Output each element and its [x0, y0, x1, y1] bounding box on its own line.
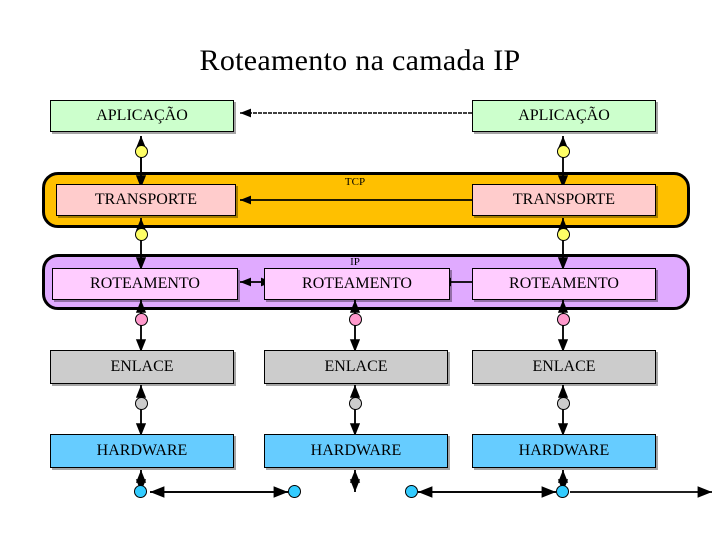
connector-dot-left-rout-enlace	[135, 313, 148, 326]
connector-dot-right-app-transport	[557, 145, 570, 158]
tcp-label: TCP	[344, 176, 366, 188]
box-middle-enlace[interactable]: ENLACE	[264, 350, 448, 384]
box-right-hardware[interactable]: HARDWARE	[472, 434, 656, 468]
connector-dot-left-enlace-hw	[135, 397, 148, 410]
box-left-hardware[interactable]: HARDWARE	[50, 434, 234, 468]
connector-dot-right-enlace-hw	[557, 397, 570, 410]
box-left-transporte[interactable]: TRANSPORTE	[56, 184, 236, 216]
ip-label: IP	[350, 256, 360, 268]
box-right-enlace[interactable]: ENLACE	[472, 350, 656, 384]
box-right-transporte[interactable]: TRANSPORTE	[472, 184, 656, 216]
connector-dot-right-transport-rout	[557, 228, 570, 241]
connector-dot-middle-hw-medium-left	[288, 485, 301, 498]
connector-dot-middle-hw-medium-right	[405, 485, 418, 498]
connector-dot-middle-rout-enlace	[349, 313, 362, 326]
connector-dot-left-hw-medium	[134, 485, 147, 498]
box-left-enlace[interactable]: ENLACE	[50, 350, 234, 384]
page-title: Roteamento na camada IP	[199, 44, 521, 77]
box-right-aplicacao[interactable]: APLICAÇÃO	[472, 100, 656, 132]
box-left-aplicacao[interactable]: APLICAÇÃO	[50, 100, 234, 132]
connector-dot-right-hw-medium	[556, 485, 569, 498]
box-middle-roteamento[interactable]: ROTEAMENTO	[264, 268, 450, 300]
connector-dot-right-rout-enlace	[557, 313, 570, 326]
connector-dot-left-transport-rout	[135, 228, 148, 241]
box-right-roteamento[interactable]: ROTEAMENTO	[472, 268, 656, 300]
connector-dot-left-app-transport	[135, 145, 148, 158]
connector-dot-middle-enlace-hw	[349, 397, 362, 410]
box-left-roteamento[interactable]: ROTEAMENTO	[52, 268, 238, 300]
box-middle-hardware[interactable]: HARDWARE	[264, 434, 448, 468]
